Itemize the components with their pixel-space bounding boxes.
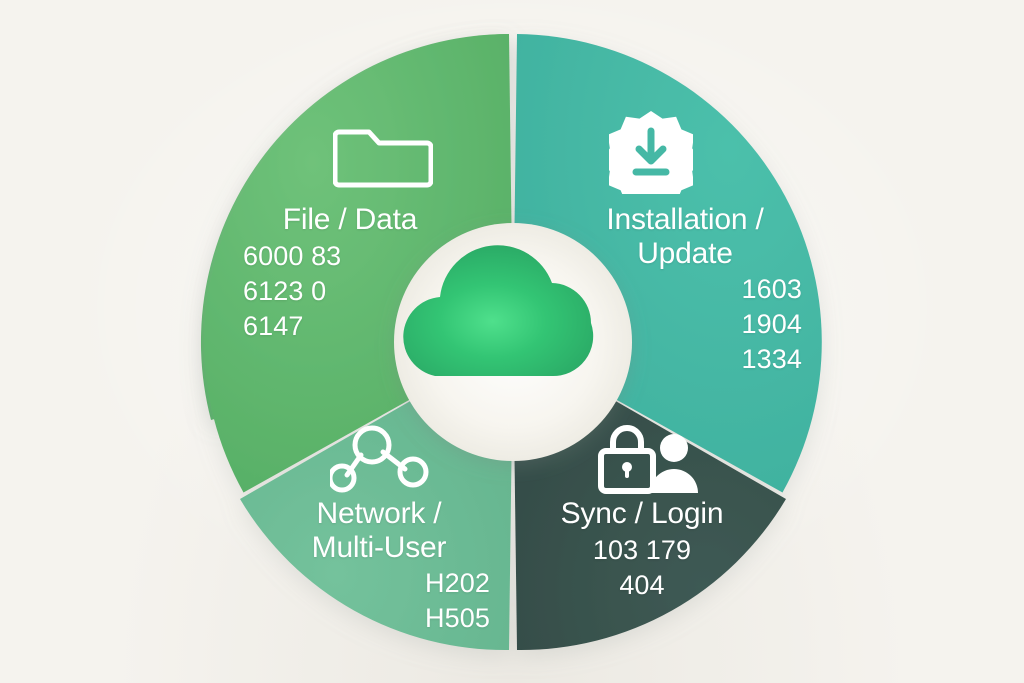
- segment-title-file-data: File / Data: [282, 203, 418, 236]
- segment-codes-sync-login: 103 179 404: [592, 534, 692, 600]
- segment-codes-installation-update: 1603 1904 1334: [741, 274, 802, 375]
- gear-download-icon: [609, 110, 693, 194]
- folder-icon: [333, 112, 433, 190]
- segment-title-network-multiuser: Network / Multi-User: [311, 497, 447, 564]
- lock-user-icon: [596, 420, 698, 498]
- segment-label-installation-update: Installation / Update 1603 1904 1334: [560, 203, 802, 377]
- segment-title-sync-login: Sync / Login: [560, 497, 724, 530]
- network-nodes-icon: [330, 424, 430, 496]
- segment-title-installation-update: Installation / Update: [606, 203, 764, 270]
- segment-codes-network-multiuser: H202 H505: [425, 568, 490, 634]
- cloud-icon: [403, 245, 594, 377]
- segment-codes-file-data: 6000 83 6123 0 6147: [243, 240, 342, 341]
- segment-label-file-data: File / Data 6000 83 6123 0 6147: [243, 203, 475, 344]
- segment-label-network-multiuser: Network / Multi-User H202 H505: [268, 497, 490, 636]
- segment-label-sync-login: Sync / Login 103 179 404: [533, 497, 751, 603]
